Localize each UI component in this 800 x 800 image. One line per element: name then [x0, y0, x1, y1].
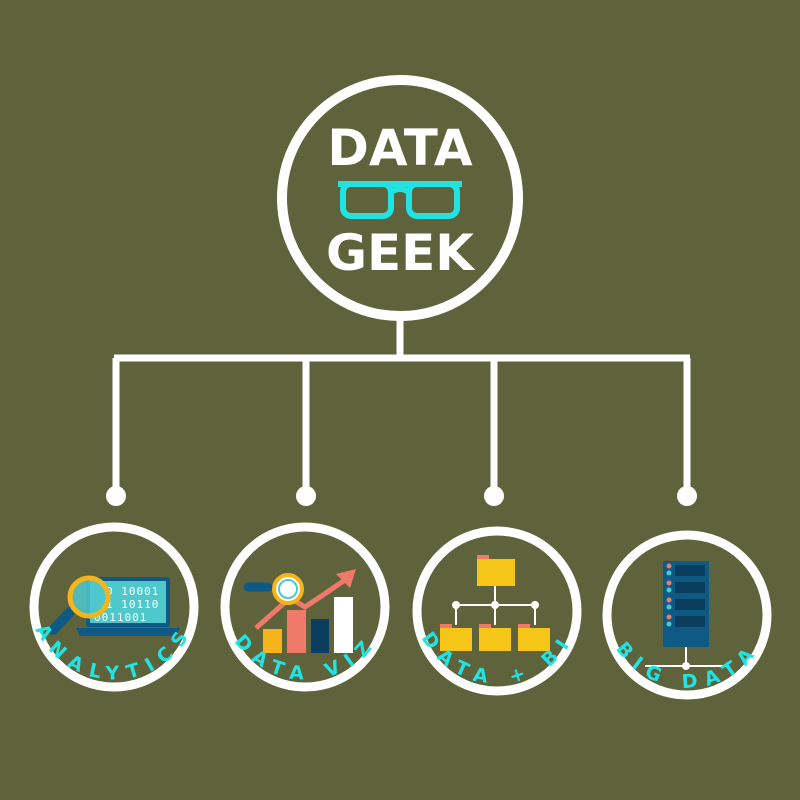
hub-title-line1: DATA	[327, 119, 473, 177]
connector-dots	[106, 486, 697, 506]
laptop-magnifier-icon: 0 10001 1 10110 0011001	[48, 575, 180, 636]
bar-chart-trend-icon	[243, 569, 356, 653]
folder-icon	[440, 624, 472, 651]
connector-lines	[112, 315, 691, 495]
binary-line-1: 0 10001	[106, 585, 159, 598]
hub-title-line2: GEEK	[326, 224, 476, 282]
binary-line-3: 0011001	[94, 611, 147, 624]
node-data-bi: DATA + BI	[412, 526, 582, 696]
folder-icon	[479, 624, 511, 651]
node-data-viz: DATA VIZ	[220, 522, 390, 692]
hub-node: DATA GEEK	[277, 75, 523, 321]
binary-line-2: 1 10110	[106, 598, 159, 611]
folder-icon	[518, 624, 550, 651]
node-big-data: BIG DATA	[602, 530, 772, 700]
folder-icon	[477, 555, 515, 586]
folder-hierarchy-icon	[440, 555, 550, 651]
server-rack-icon	[645, 561, 727, 670]
node-analytics: 0 10001 1 10110 0011001 ANALYTICS	[29, 522, 199, 692]
glasses-icon	[338, 181, 462, 219]
